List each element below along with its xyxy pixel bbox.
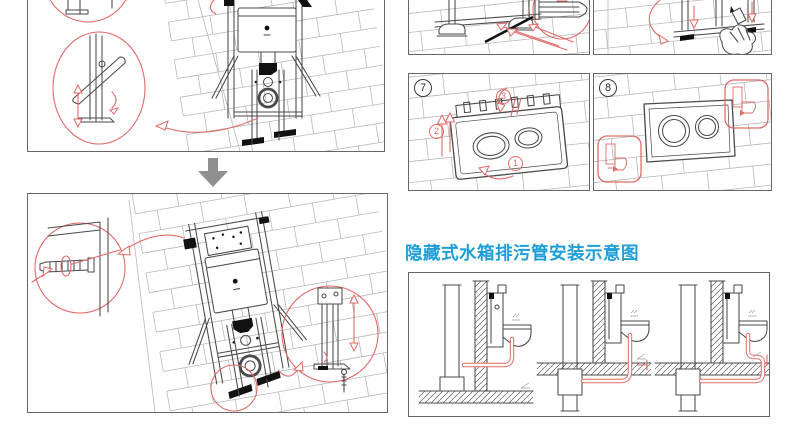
angle-note: [630, 309, 638, 317]
callout-pointer-arrow: [159, 117, 259, 133]
panel-drain-schematics: [408, 272, 770, 417]
schematic-raised-floor: [536, 280, 652, 412]
outlet-stub: [636, 359, 648, 371]
anchor-detail-content: [31, 217, 121, 317]
big-flush-button: [657, 114, 691, 148]
hand-with-marker: [719, 6, 757, 54]
feet-highlight-circle: [210, 364, 258, 412]
wall-edge: [197, 0, 241, 151]
step7-number: 7: [414, 79, 432, 97]
flush-button-mark: [232, 278, 238, 284]
wrench: [72, 56, 126, 105]
angle-note: [748, 309, 756, 317]
flush-bend: [259, 63, 277, 75]
mounting-frame: [183, 211, 307, 399]
flush-button-mark: [264, 25, 270, 31]
brick-wall: [131, 194, 387, 412]
mounting-frame: [211, 0, 321, 146]
screw-adjust-arrow: [323, 301, 355, 363]
callout-2: 2: [429, 124, 444, 139]
wall-hung-bowl: [502, 324, 532, 347]
brick-wall: [409, 0, 589, 54]
marking-drawing: [594, 0, 771, 54]
half-flush-callout: [597, 135, 642, 183]
cistern-side: [604, 292, 622, 344]
foot-detail-callout-circle: [52, 31, 146, 145]
outlet-ring: [257, 87, 279, 109]
level-mark: [520, 382, 530, 389]
bolt-detail-callout-circle: [532, 0, 589, 40]
small-flush-button: [514, 127, 543, 149]
feet: [228, 370, 281, 399]
step7-drawing: [409, 74, 589, 190]
upper-detail-callout-circle: [49, 0, 127, 23]
angle-note: [512, 313, 520, 321]
anchor-detail-callout-circle: [34, 222, 126, 314]
stack-collar: [557, 368, 583, 396]
braces: [211, 55, 321, 99]
wall-hung-bowl: [620, 320, 650, 342]
cistern-side: [722, 292, 740, 344]
flush-plate: [449, 106, 569, 180]
frame-base: [673, 0, 765, 41]
big-flush-button: [472, 132, 510, 160]
stack-collar: [675, 368, 701, 396]
foot-screw-callout-circle: [281, 285, 379, 383]
tool: [484, 15, 534, 44]
panel-frame-overview: [27, 0, 385, 152]
schematic-floor-outlet: [418, 280, 534, 404]
step8-number: 8: [599, 79, 617, 97]
flush-plate: [643, 99, 736, 163]
wall-edge: [128, 199, 156, 412]
marker: [731, 7, 747, 25]
foot-detail-content: [72, 33, 126, 129]
feet-fixing-drawing: [409, 0, 589, 54]
level-mark: [636, 353, 646, 360]
outlet-ring: [238, 354, 262, 378]
down-arrow-icon: [198, 158, 228, 187]
callout-1: 1: [508, 156, 523, 171]
panel-frame-detail: [27, 193, 388, 413]
flush-bend: [232, 317, 254, 334]
full-flush-callout: [724, 79, 769, 129]
level-mark: [752, 351, 762, 358]
sweep-arrow: [648, 0, 667, 41]
stack-base: [439, 376, 465, 392]
section-title: 隐藏式水箱排污管安装示意图: [405, 243, 639, 263]
frame-overview-drawing: [49, 0, 384, 151]
panel-step-7: [408, 73, 590, 191]
upper-detail-content: [65, 0, 113, 15]
step8-drawing: [594, 74, 771, 190]
foot-screw-content: [313, 287, 359, 393]
frame-detail-drawing: [31, 194, 387, 412]
panel-step-8: [593, 73, 772, 191]
wall-hung-bowl: [738, 320, 768, 342]
marking-arrows: [689, 1, 757, 30]
braces: [188, 303, 307, 366]
feet: [242, 129, 296, 146]
small-flush-button: [694, 114, 720, 140]
anchor-arrows: [31, 249, 121, 283]
panel-step-marking: [593, 0, 772, 55]
drain-schematics-drawing: [418, 280, 769, 412]
callout-3: 3: [496, 89, 511, 104]
schematic-offset-outlet: [654, 280, 769, 412]
anchor-pointer-arrow: [121, 234, 185, 253]
bolt-detail-content: [534, 0, 588, 20]
panel-step-feet-fixing: [408, 0, 590, 55]
cistern-side: [486, 292, 504, 348]
